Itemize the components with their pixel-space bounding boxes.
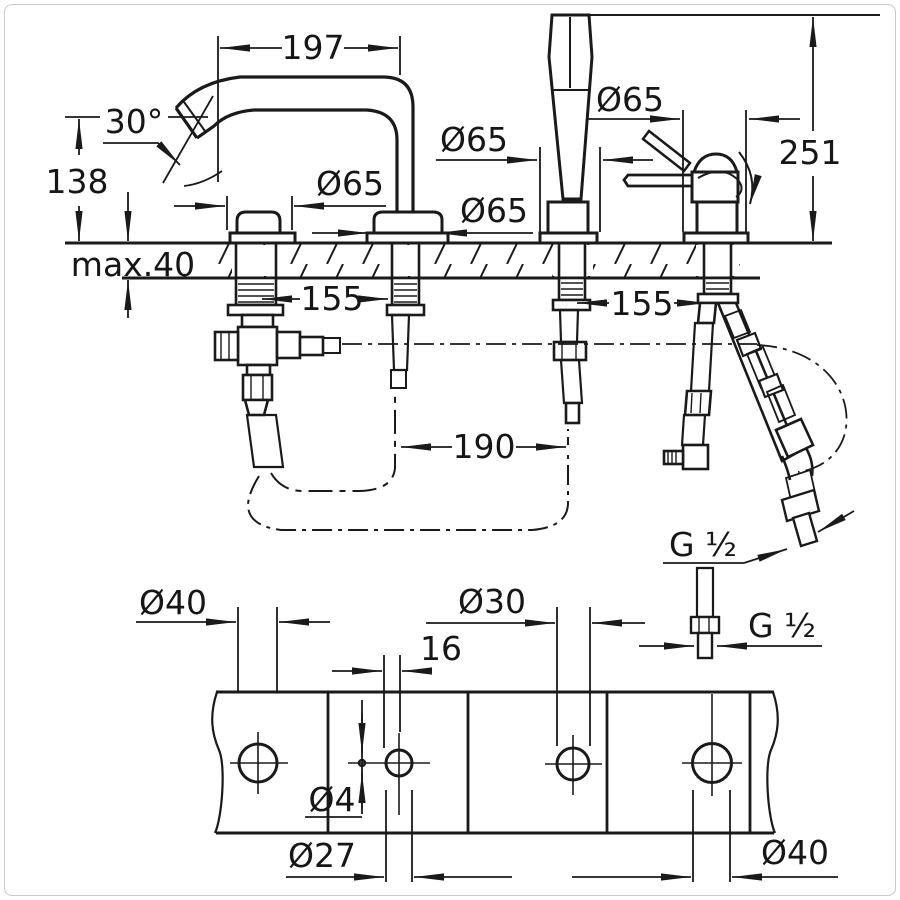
dim-pilot-offset: 16 bbox=[420, 629, 462, 668]
lever-swing-arc bbox=[738, 151, 762, 205]
spout-shank bbox=[385, 276, 426, 389]
hand-shower bbox=[538, 13, 599, 245]
dimension-labels: 197 30° 138 max.40 Ø65 Ø65 Ø65 Ø65 251 1… bbox=[46, 28, 842, 875]
dim-spout-reach: 197 bbox=[282, 28, 345, 67]
deck-holes bbox=[230, 694, 742, 815]
dim-spout-height: 138 bbox=[46, 162, 109, 201]
dim-overall-height: 251 bbox=[779, 133, 842, 172]
dim-deck-thickness: max.40 bbox=[71, 245, 195, 284]
hose-elbow bbox=[774, 417, 815, 459]
mixer-hoses bbox=[662, 276, 821, 548]
dim-spacing-left: 155 bbox=[301, 279, 364, 318]
dim-hole-handle: Ø27 bbox=[288, 836, 356, 875]
dim-spacing-right: 155 bbox=[611, 284, 674, 323]
diverter-valve-assembly bbox=[213, 276, 341, 469]
deck-strip bbox=[211, 690, 779, 835]
dim-hole-shower: Ø30 bbox=[458, 582, 526, 621]
dim-escutcheon-1: Ø65 bbox=[316, 164, 384, 203]
side-view-dimensions bbox=[65, 14, 880, 650]
lever-mixer bbox=[622, 129, 762, 245]
dim-escutcheon-2: Ø65 bbox=[460, 191, 528, 230]
deck-hatch bbox=[210, 244, 757, 277]
plan-view bbox=[136, 607, 838, 882]
deck-section bbox=[65, 241, 832, 280]
lever-handle bbox=[622, 173, 694, 188]
dim-spout-angle: 30° bbox=[105, 102, 164, 141]
plan-view-dimensions bbox=[136, 607, 838, 882]
break-line-left bbox=[211, 691, 224, 834]
spout-escutcheon bbox=[365, 210, 450, 245]
dim-pilot-hole: Ø4 bbox=[309, 780, 356, 819]
diverter-knob bbox=[228, 210, 297, 245]
dim-hole-spout: Ø40 bbox=[139, 583, 207, 622]
dim-hole-mixer: Ø40 bbox=[761, 833, 829, 872]
dim-escutcheon-4: Ø65 bbox=[596, 80, 664, 119]
break-line-right bbox=[766, 691, 779, 834]
dim-hose-length: 190 bbox=[453, 427, 516, 466]
lever-handle-raised bbox=[641, 129, 692, 173]
thread-tail-a bbox=[791, 511, 819, 548]
side-view bbox=[65, 13, 880, 660]
dim-thread-a: G ½ bbox=[669, 525, 737, 564]
hose-routing bbox=[246, 343, 848, 531]
thread-tail-b bbox=[689, 566, 721, 660]
dim-escutcheon-3: Ø65 bbox=[440, 120, 508, 159]
shower-shank bbox=[551, 276, 592, 425]
dim-thread-b: G ½ bbox=[748, 606, 816, 645]
